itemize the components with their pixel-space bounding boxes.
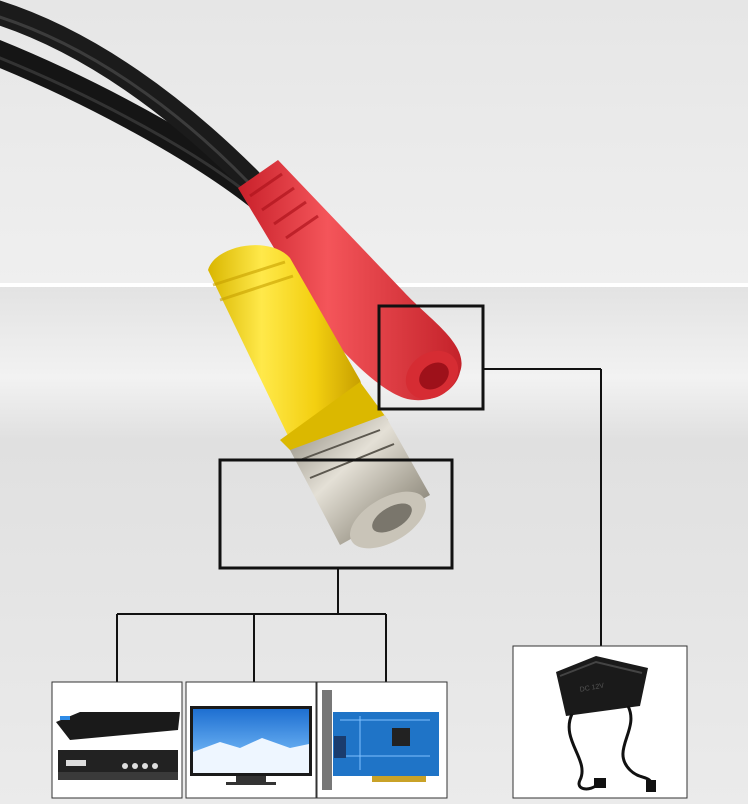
dc-power-connector xyxy=(238,160,462,401)
power-adapter-label: DC 12V xyxy=(579,682,605,693)
bnc-callout-box xyxy=(218,458,454,570)
bnc-video-connector xyxy=(208,245,430,549)
dc-branch-lines xyxy=(483,368,602,646)
bnc-branch-lines xyxy=(116,568,387,682)
background-top xyxy=(0,0,748,284)
coax-cable xyxy=(0,0,275,213)
dc-callout-box xyxy=(377,304,485,411)
capture-card-thumbnail xyxy=(316,681,448,799)
dvr-thumbnail xyxy=(51,681,183,799)
monitor-thumbnail xyxy=(185,681,317,799)
power-adapter-thumbnail: DC 12V xyxy=(512,645,688,799)
